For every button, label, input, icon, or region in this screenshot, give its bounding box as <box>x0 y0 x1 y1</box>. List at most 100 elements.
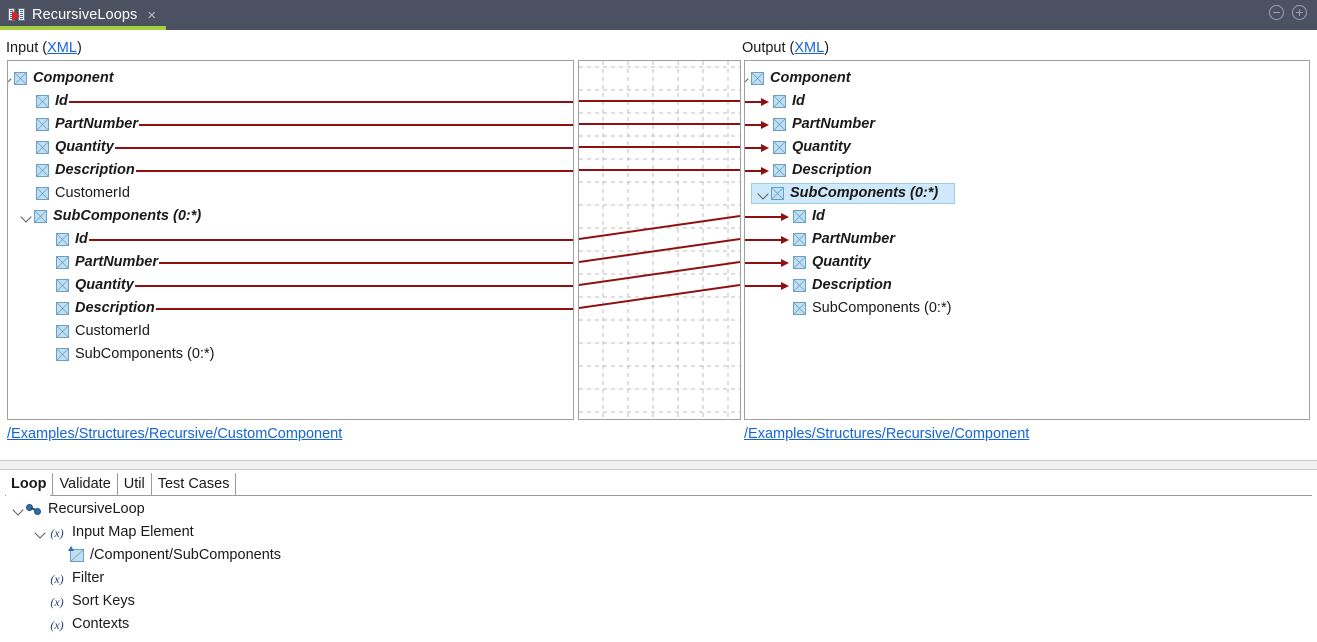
tab-util[interactable]: Util <box>118 473 152 495</box>
output-xml-link[interactable]: XML <box>794 40 825 56</box>
mapping-connector-line[interactable] <box>745 285 781 287</box>
mapping-connector-line[interactable] <box>135 285 573 287</box>
tree-row[interactable]: SubComponents (0:*) <box>745 182 1309 205</box>
mapping-connector-line[interactable] <box>139 124 573 126</box>
mapping-connector-line[interactable] <box>745 124 761 126</box>
mapping-connector-line[interactable] <box>579 215 740 240</box>
xml-element-icon <box>793 256 806 269</box>
mapping-connector-line[interactable] <box>745 239 781 241</box>
mapping-connector-line[interactable] <box>579 284 740 309</box>
tree-row-label: Id <box>792 93 805 110</box>
tree-row[interactable]: Quantity <box>745 251 1309 274</box>
close-icon[interactable]: × <box>147 6 157 24</box>
output-header-suffix: ) <box>824 40 830 56</box>
connector-arrowhead <box>781 235 789 244</box>
tree-row[interactable]: Id <box>745 205 1309 228</box>
loop-tree-row-label: Input Map Element <box>72 524 194 541</box>
chevron-down-icon[interactable] <box>745 71 751 87</box>
chevron-down-icon[interactable] <box>32 525 48 541</box>
mapping-connector-line[interactable] <box>745 262 781 264</box>
tree-row[interactable]: Quantity <box>745 136 1309 159</box>
mapping-connector-line[interactable] <box>745 101 761 103</box>
loop-tree-row[interactable]: RecursiveLoop <box>10 498 145 521</box>
tree-row[interactable]: Id <box>745 90 1309 113</box>
tab-loop[interactable]: Loop <box>5 473 54 495</box>
connector-arrowhead <box>761 97 769 106</box>
tab-recursiveloops[interactable]: RecursiveLoops × <box>0 0 167 30</box>
tree-row[interactable]: CustomerId <box>8 182 573 205</box>
connector-grid-panel[interactable] <box>578 60 741 420</box>
loop-tree-row[interactable]: (x)Input Map Element <box>32 521 194 544</box>
tab-validate[interactable]: Validate <box>53 473 118 495</box>
loop-properties-tree[interactable]: RecursiveLoop (x)Input Map Element/Compon… <box>0 498 1317 642</box>
input-panel-header: Input (XML) <box>6 40 82 56</box>
loop-tree-row-label: /Component/SubComponents <box>90 547 282 564</box>
mapping-connector-line[interactable] <box>159 262 573 264</box>
tree-row[interactable]: Quantity <box>8 274 573 297</box>
input-xml-link[interactable]: XML <box>47 40 77 56</box>
tree-row[interactable]: Id <box>8 90 573 113</box>
tree-row[interactable]: PartNumber <box>8 113 573 136</box>
mapping-connector-line[interactable] <box>579 261 740 286</box>
chevron-down-icon[interactable] <box>10 502 26 518</box>
tree-row[interactable]: PartNumber <box>745 228 1309 251</box>
mapping-connector-line[interactable] <box>136 170 573 172</box>
tree-row[interactable]: Quantity <box>8 136 573 159</box>
mapping-connector-line[interactable] <box>745 147 761 149</box>
tree-row[interactable]: Id <box>8 228 573 251</box>
mapping-connector-line[interactable] <box>745 216 781 218</box>
tree-row[interactable]: Component <box>8 67 573 90</box>
tree-row[interactable]: SubComponents (0:*) <box>8 343 573 366</box>
loop-tree-row[interactable]: (x)Contexts <box>32 613 129 636</box>
xml-element-icon <box>68 546 84 562</box>
mapping-connector-line[interactable] <box>115 147 573 149</box>
input-header-text: Input ( <box>6 40 48 56</box>
tab-title: RecursiveLoops <box>32 7 138 23</box>
loop-tree-row-label: Contexts <box>72 616 130 633</box>
chevron-down-icon[interactable] <box>18 209 34 225</box>
xml-element-icon <box>36 141 49 154</box>
output-header-text: Output ( <box>742 40 795 56</box>
loop-tree-row[interactable]: (x)Sort Keys <box>32 590 135 613</box>
tree-row[interactable]: SubComponents (0:*) <box>745 297 1309 320</box>
input-structure-path-link[interactable]: /Examples/Structures/Recursive/CustomCom… <box>7 426 343 442</box>
xml-element-icon <box>751 72 764 85</box>
tree-row[interactable]: Component <box>745 67 1309 90</box>
tree-row-label: PartNumber <box>75 254 158 271</box>
loop-tree-row[interactable]: /Component/SubComponents <box>54 544 281 567</box>
tree-row-label: Id <box>812 208 825 225</box>
mapping-connector-line[interactable] <box>156 308 573 310</box>
tree-row[interactable]: Description <box>8 159 573 182</box>
connector-grid <box>579 61 740 419</box>
tree-row[interactable]: CustomerId <box>8 320 573 343</box>
loop-tree-row[interactable]: (x)Filter <box>32 567 104 590</box>
xml-element-icon <box>36 95 49 108</box>
tree-row[interactable]: SubComponents (0:*) <box>8 205 573 228</box>
mapping-connector-line[interactable] <box>579 238 740 263</box>
chevron-down-icon[interactable] <box>8 71 14 87</box>
xml-element-icon <box>771 187 784 200</box>
output-structure-path-link[interactable]: /Examples/Structures/Recursive/Component <box>744 426 1030 442</box>
tree-row[interactable]: Description <box>8 297 573 320</box>
mapping-connector-line[interactable] <box>69 101 573 103</box>
mapping-connector-line[interactable] <box>89 239 573 241</box>
mapping-connector-line[interactable] <box>745 170 761 172</box>
tree-row-label: PartNumber <box>55 116 138 133</box>
loop-tree-row-label: RecursiveLoop <box>48 501 145 518</box>
tree-row[interactable]: PartNumber <box>745 113 1309 136</box>
expand-all-icon[interactable] <box>1292 5 1307 20</box>
title-bar: RecursiveLoops × <box>0 0 1317 30</box>
tree-row[interactable]: Description <box>745 274 1309 297</box>
tab-test-cases[interactable]: Test Cases <box>152 473 237 495</box>
chevron-down-icon[interactable] <box>755 186 771 202</box>
horizontal-splitter[interactable] <box>0 460 1317 470</box>
tree-row[interactable]: PartNumber <box>8 251 573 274</box>
collapse-all-icon[interactable] <box>1269 5 1284 20</box>
tree-row[interactable]: Description <box>745 159 1309 182</box>
tree-row-label: Quantity <box>812 254 871 271</box>
mapping-transform-icon <box>8 7 25 23</box>
